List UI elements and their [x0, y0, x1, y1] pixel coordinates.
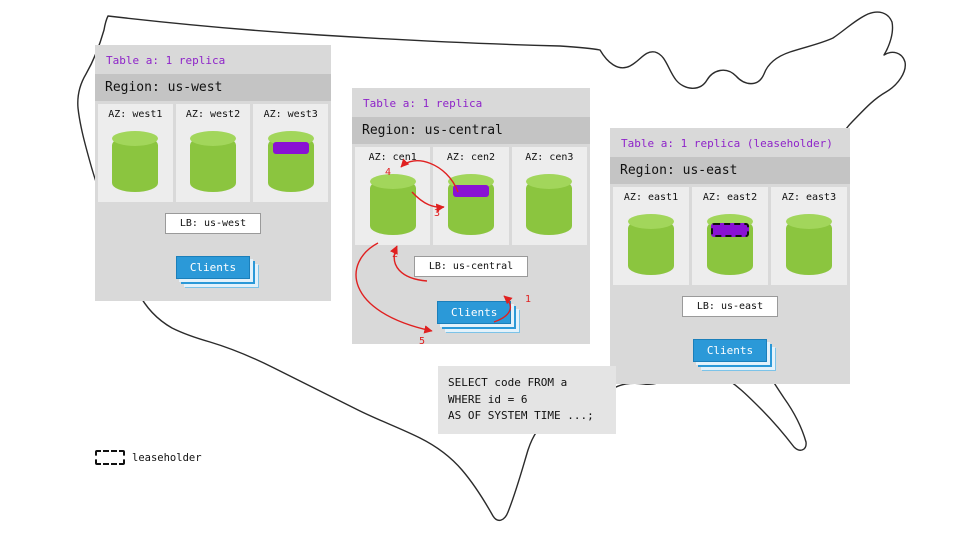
az-label: AZ: cen3	[525, 152, 574, 163]
sql-query-box: SELECT code FROM a WHERE id = 6 AS OF SY…	[438, 366, 616, 434]
clients-box-us-west: Clients	[175, 256, 251, 279]
database-cylinder-icon	[190, 131, 236, 192]
clients-box-us-east: Clients	[692, 339, 768, 362]
region-label: Region: us-east	[610, 157, 850, 184]
replica-cylinder	[707, 213, 753, 275]
table-replica-title: Table a: 1 replica	[363, 97, 483, 110]
sql-line: AS OF SYSTEM TIME ...;	[448, 409, 594, 422]
region-panel-us-east: Table a: 1 replica (leaseholder) Region:…	[610, 128, 850, 384]
legend: leaseholder	[95, 450, 202, 465]
region-panel-us-central: Table a: 1 replica Region: us-central AZ…	[352, 88, 590, 344]
region-panel-us-west: Table a: 1 replica Region: us-west AZ: w…	[95, 45, 331, 301]
az-cell-west2: AZ: west2	[175, 104, 251, 202]
az-label: AZ: cen1	[368, 152, 417, 163]
az-label: AZ: east3	[781, 192, 837, 203]
leaseholder-swatch-icon	[95, 450, 125, 465]
clients-box-us-central: Clients	[437, 301, 512, 324]
replica-cylinder	[190, 130, 236, 192]
az-label: AZ: cen2	[446, 152, 496, 163]
replica-cylinder	[526, 173, 573, 235]
step-number-5: 5	[419, 336, 426, 347]
database-cylinder-icon	[786, 214, 832, 275]
replica-cylinder	[786, 213, 832, 275]
replica-cylinder	[628, 213, 674, 275]
leaseholder-band	[711, 223, 749, 237]
az-cell-east2: AZ: east2	[692, 187, 768, 285]
az-label: AZ: west1	[108, 109, 163, 120]
replica-cylinder	[267, 130, 314, 192]
az-cell-east3: AZ: east3	[771, 187, 847, 285]
az-label: AZ: west3	[263, 109, 318, 120]
az-label: AZ: east2	[702, 192, 758, 203]
az-cell-east1: AZ: east1	[613, 187, 689, 285]
replica-cylinder	[447, 173, 494, 235]
az-cell-cen2: AZ: cen2	[433, 147, 509, 245]
replica-cylinder	[369, 173, 416, 235]
load-balancer-us-east: LB: us-east	[681, 296, 779, 317]
sql-line: WHERE id = 6	[448, 392, 528, 406]
database-cylinder-icon	[369, 174, 416, 235]
database-cylinder-icon	[628, 214, 674, 275]
az-row: AZ: cen1 AZ: cen2 AZ: cen3	[352, 144, 590, 248]
step-number-4: 4	[385, 167, 392, 178]
replica-band	[272, 142, 309, 154]
replica-band	[452, 185, 489, 197]
table-replica-title: Table a: 1 replica	[106, 54, 226, 67]
az-label: AZ: west2	[185, 109, 241, 120]
az-row: AZ: east1 AZ: east2 AZ: east3	[610, 184, 850, 288]
replica-cylinder	[112, 130, 159, 192]
load-balancer-us-central: LB: us-central	[413, 256, 529, 277]
region-label: Region: us-west	[95, 74, 331, 101]
step-number-2: 2	[392, 249, 399, 260]
az-label: AZ: east1	[623, 192, 679, 203]
az-cell-cen3: AZ: cen3	[511, 147, 587, 245]
step-number-3: 3	[434, 208, 441, 219]
az-cell-cen1: AZ: cen1	[355, 147, 431, 245]
az-cell-west1: AZ: west1	[98, 104, 173, 202]
load-balancer-us-west: LB: us-west	[164, 213, 262, 234]
az-row: AZ: west1 AZ: west2 AZ: west3	[95, 101, 331, 205]
step-number-1: 1	[525, 294, 532, 305]
sql-line: SELECT code FROM a	[448, 376, 568, 389]
table-replica-title: Table a: 1 replica (leaseholder)	[621, 137, 833, 150]
database-cylinder-icon	[526, 174, 573, 235]
az-cell-west3: AZ: west3	[253, 104, 329, 202]
database-cylinder-icon	[112, 131, 159, 192]
region-label: Region: us-central	[352, 117, 590, 144]
legend-label: leaseholder	[132, 451, 202, 464]
